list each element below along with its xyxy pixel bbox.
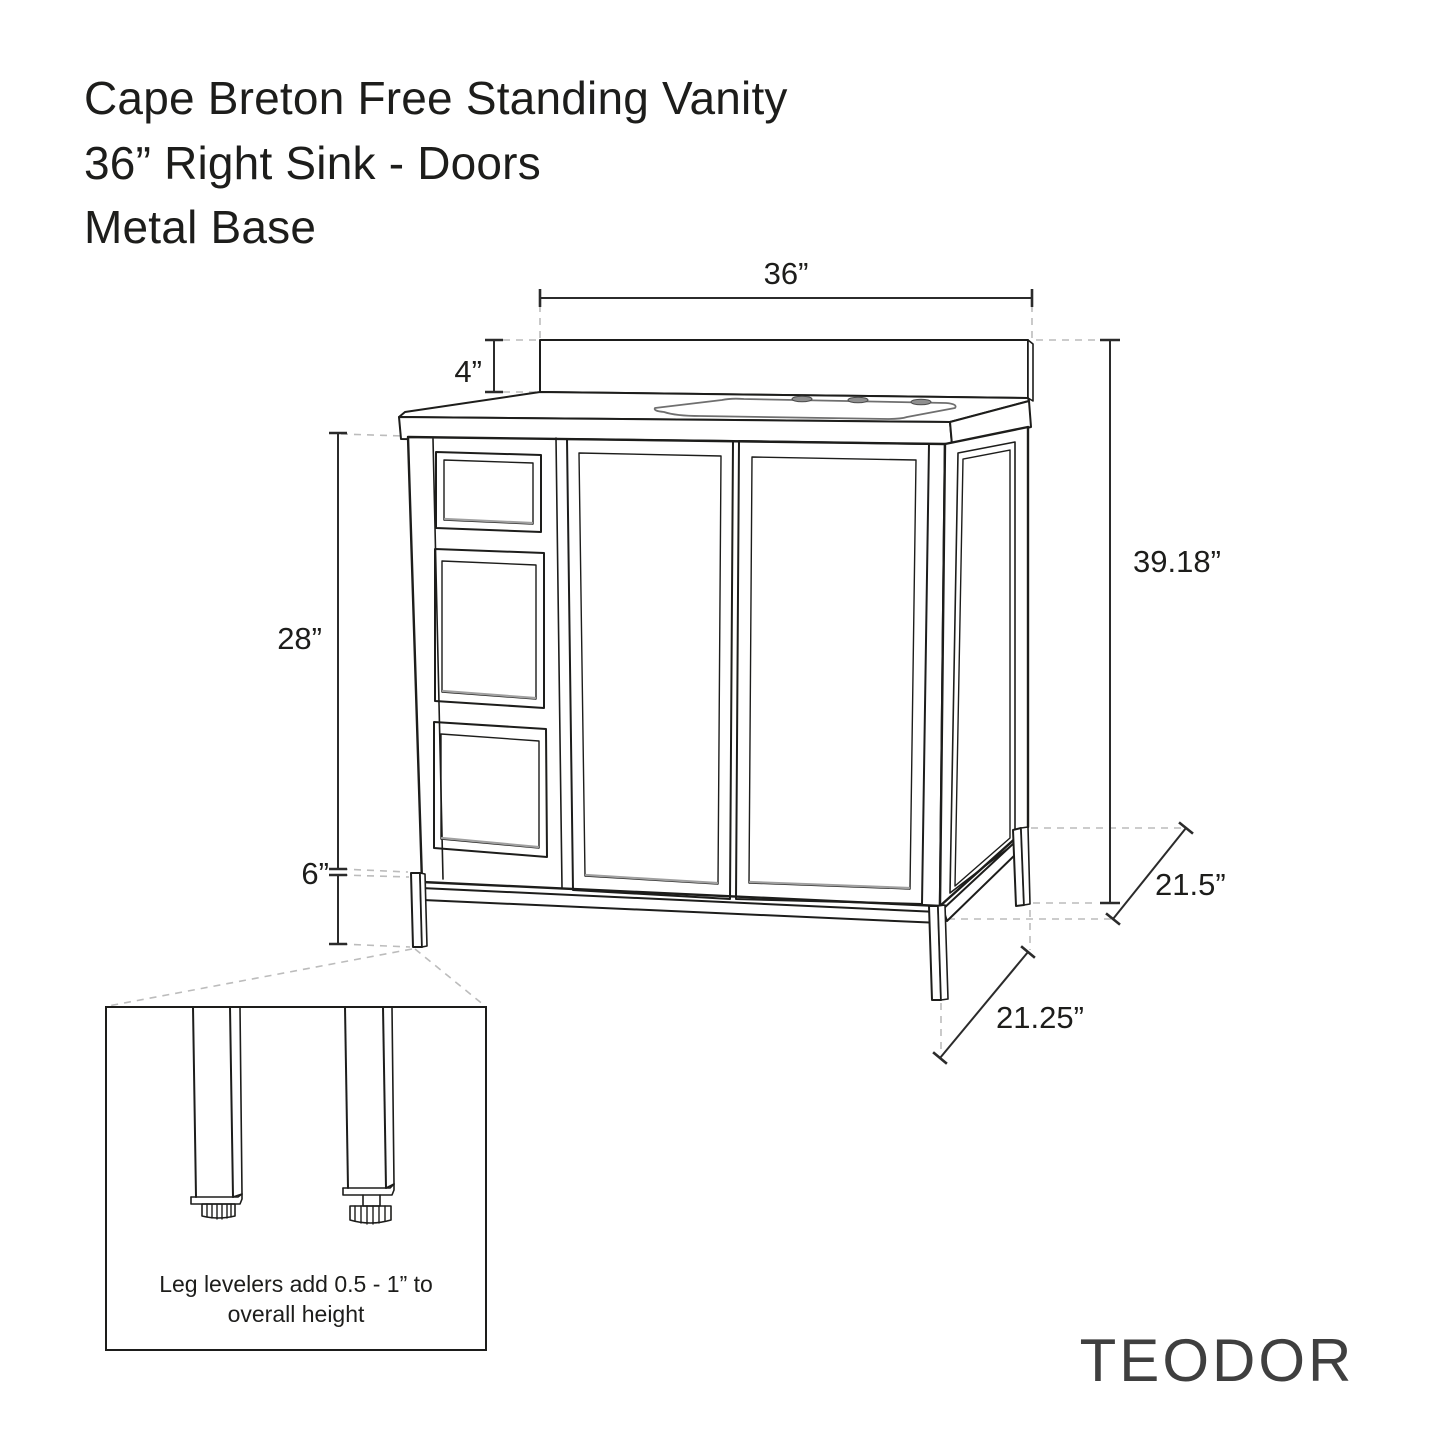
inset-note-line-2: overall height bbox=[228, 1301, 365, 1327]
door-left bbox=[566, 438, 734, 900]
drawer-stack bbox=[433, 451, 548, 858]
inset-note-line-1: Leg levelers add 0.5 - 1” to bbox=[159, 1271, 433, 1297]
page-title: Cape Breton Free Standing Vanity 36” Rig… bbox=[84, 72, 788, 253]
back-right-leg bbox=[1012, 826, 1031, 907]
cabinet-front bbox=[406, 435, 947, 908]
dim-label-21-25: 21.25” bbox=[996, 1000, 1084, 1035]
inset-box bbox=[105, 1006, 487, 1351]
vanity-drawing bbox=[398, 339, 1034, 1001]
dim-label-28: 28” bbox=[277, 621, 322, 656]
dim-label-39-18: 39.18” bbox=[1133, 544, 1221, 579]
drawer-3 bbox=[433, 721, 548, 858]
backsplash bbox=[539, 339, 1034, 402]
dimension-6: 6” bbox=[301, 856, 347, 946]
leveler-foot-right bbox=[349, 1194, 392, 1225]
side-panel bbox=[938, 425, 1030, 908]
title-line-3: Metal Base bbox=[84, 201, 316, 253]
dimension-21-25: 21.25” bbox=[932, 945, 1084, 1065]
dashed-leader-lines bbox=[107, 305, 1184, 1055]
inset-leg-right bbox=[342, 1006, 395, 1225]
front-right-leg bbox=[928, 904, 949, 1001]
faucet-hole-center bbox=[847, 396, 869, 404]
dimension-39-18: 39.18” bbox=[1100, 338, 1221, 905]
drawer-door-divider bbox=[555, 437, 563, 889]
dimension-4: 4” bbox=[454, 338, 503, 394]
dim-label-6: 6” bbox=[301, 856, 329, 891]
faucet-holes bbox=[791, 395, 932, 406]
title-line-1: Cape Breton Free Standing Vanity bbox=[84, 72, 788, 124]
dimension-28: 28” bbox=[277, 431, 347, 871]
leveler-foot-left bbox=[201, 1203, 236, 1220]
door-right bbox=[735, 440, 930, 905]
inset-leg-left bbox=[190, 1006, 243, 1220]
dim-label-4: 4” bbox=[454, 354, 482, 389]
dimension-36: 36” bbox=[538, 256, 1034, 307]
dim-label-36: 36” bbox=[764, 256, 809, 291]
drawer-2 bbox=[434, 548, 545, 709]
title-line-2: 36” Right Sink - Doors bbox=[84, 137, 541, 189]
sink-rim bbox=[653, 397, 957, 420]
front-left-leg bbox=[410, 872, 428, 948]
faucet-hole-right bbox=[910, 398, 932, 406]
dim-label-21-5: 21.5” bbox=[1155, 867, 1226, 902]
leg-leveler-inset: Leg levelers add 0.5 - 1” to overall hei… bbox=[105, 1006, 487, 1351]
countertop-right-face bbox=[949, 400, 1032, 446]
drawer-1 bbox=[435, 451, 542, 533]
dimension-21-5: 21.5” bbox=[1105, 821, 1226, 926]
brand-logo: TEODOR bbox=[1080, 1327, 1355, 1394]
faucet-hole-left bbox=[791, 395, 813, 403]
cabinet-front-outline bbox=[406, 435, 947, 908]
metal-base bbox=[410, 826, 1031, 1001]
